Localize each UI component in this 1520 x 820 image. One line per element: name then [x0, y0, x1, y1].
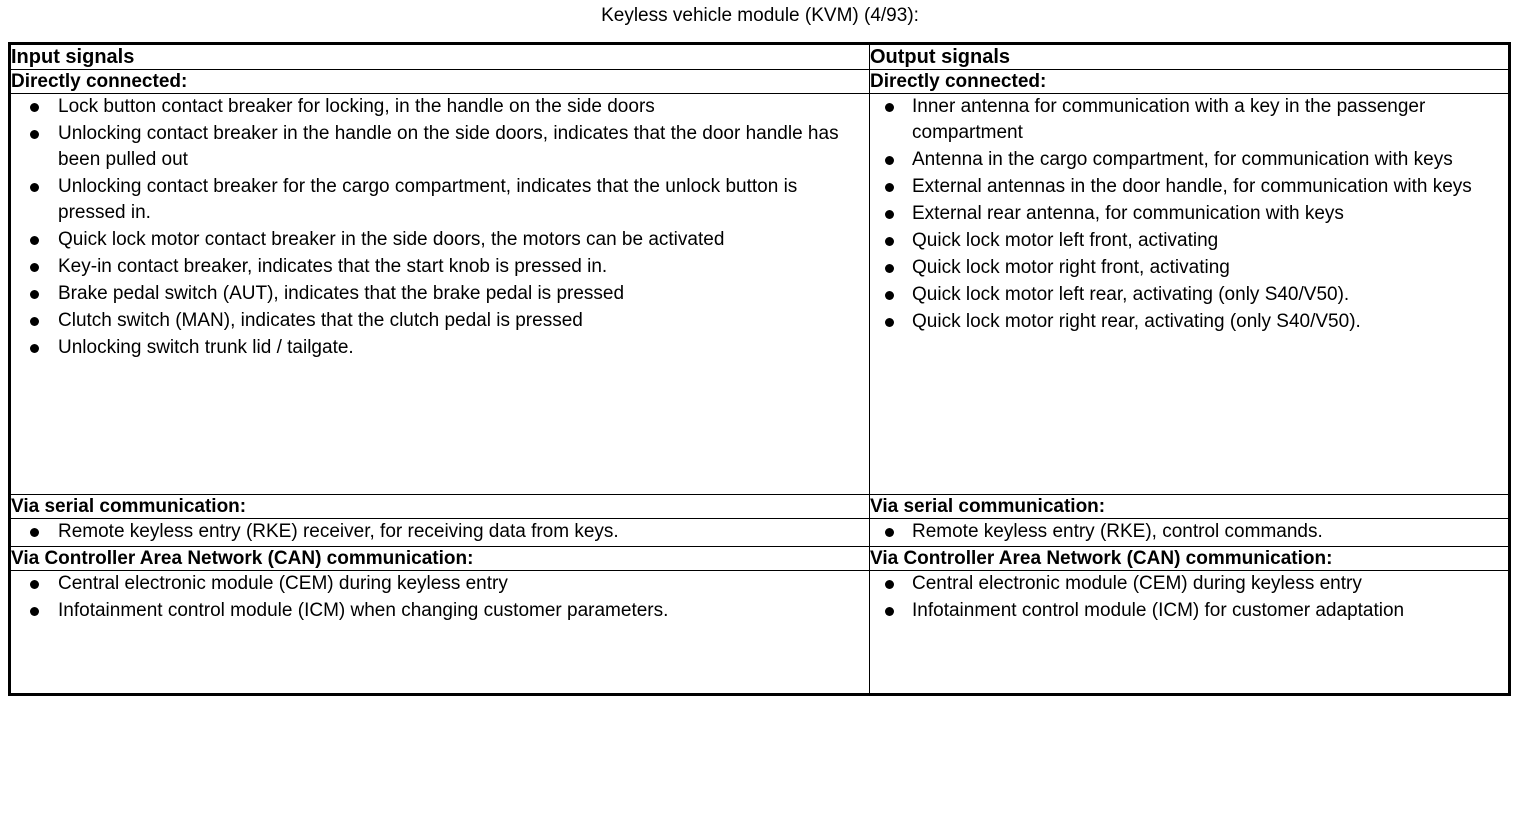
column-header-input-signals: Input signals [9, 43, 870, 70]
output-directly-connected-list: Inner antenna for communication with a k… [870, 94, 1508, 335]
kvm-signals-table: Input signals Output signals Directly co… [8, 42, 1511, 696]
section-body-row-via-can: Central electronic module (CEM) during k… [9, 570, 1510, 695]
list-item: Quick lock motor left rear, activating (… [870, 282, 1508, 308]
output-via-serial-list: Remote keyless entry (RKE), control comm… [870, 519, 1508, 545]
section-heading-row-directly-connected: Directly connected: Directly connected: [9, 69, 1510, 94]
list-item: Unlocking contact breaker in the handle … [11, 121, 869, 173]
list-item: Unlocking switch trunk lid / tailgate. [11, 335, 869, 361]
list-item: Quick lock motor contact breaker in the … [11, 227, 869, 253]
list-item: Infotainment control module (ICM) when c… [11, 598, 869, 624]
bullet-icon [30, 317, 39, 326]
section-heading-row-via-serial: Via serial communication: Via serial com… [9, 494, 1510, 519]
section-heading-row-via-can: Via Controller Area Network (CAN) commun… [9, 546, 1510, 571]
bullet-icon [30, 130, 39, 139]
bullet-icon [30, 528, 39, 537]
table-header-row: Input signals Output signals [9, 43, 1510, 70]
bullet-icon [885, 237, 894, 246]
output-via-can-list-cell: Central electronic module (CEM) during k… [869, 570, 1510, 695]
list-item: External antennas in the door handle, fo… [870, 174, 1508, 200]
bullet-icon [30, 344, 39, 353]
output-via-can-list: Central electronic module (CEM) during k… [870, 571, 1508, 624]
bullet-icon [30, 183, 39, 192]
input-via-serial-list: Remote keyless entry (RKE) receiver, for… [11, 519, 869, 545]
output-via-serial-list-cell: Remote keyless entry (RKE), control comm… [869, 518, 1510, 547]
bullet-icon [30, 236, 39, 245]
bullet-icon [30, 290, 39, 299]
list-item: Remote keyless entry (RKE), control comm… [870, 519, 1508, 545]
output-directly-connected-list-cell: Inner antenna for communication with a k… [869, 93, 1510, 495]
page-title: Keyless vehicle module (KVM) (4/93): [601, 5, 919, 26]
bullet-icon [885, 580, 894, 589]
column-header-output-signals: Output signals [869, 43, 1510, 70]
bullet-icon [885, 607, 894, 616]
section-heading-via-serial-output: Via serial communication: [869, 494, 1510, 519]
input-directly-connected-list: Lock button contact breaker for locking,… [11, 94, 869, 361]
list-item: Unlocking contact breaker for the cargo … [11, 174, 869, 226]
bullet-icon [30, 580, 39, 589]
section-heading-directly-connected-input: Directly connected: [9, 69, 870, 94]
bullet-icon [885, 318, 894, 327]
bullet-icon [30, 607, 39, 616]
section-heading-via-serial-input: Via serial communication: [9, 494, 870, 519]
bullet-icon [885, 210, 894, 219]
list-item: Quick lock motor left front, activating [870, 228, 1508, 254]
input-via-can-list-cell: Central electronic module (CEM) during k… [9, 570, 870, 695]
list-item: Brake pedal switch (AUT), indicates that… [11, 281, 869, 307]
list-item: Central electronic module (CEM) during k… [870, 571, 1508, 597]
list-item: Lock button contact breaker for locking,… [11, 94, 869, 120]
bullet-icon [885, 528, 894, 537]
input-via-can-list: Central electronic module (CEM) during k… [11, 571, 869, 624]
bullet-icon [885, 291, 894, 300]
bullet-icon [885, 264, 894, 273]
bullet-icon [885, 156, 894, 165]
list-item: Quick lock motor right front, activating [870, 255, 1508, 281]
bullet-icon [30, 263, 39, 272]
section-body-row-directly-connected: Lock button contact breaker for locking,… [9, 93, 1510, 495]
list-item: Inner antenna for communication with a k… [870, 94, 1508, 146]
section-heading-via-can-output: Via Controller Area Network (CAN) commun… [869, 546, 1510, 571]
list-item: Quick lock motor right rear, activating … [870, 309, 1508, 335]
section-body-row-via-serial: Remote keyless entry (RKE) receiver, for… [9, 518, 1510, 547]
bullet-icon [30, 103, 39, 112]
input-via-serial-list-cell: Remote keyless entry (RKE) receiver, for… [9, 518, 870, 547]
section-heading-via-can-input: Via Controller Area Network (CAN) commun… [9, 546, 870, 571]
section-heading-directly-connected-output: Directly connected: [869, 69, 1510, 94]
list-item: Central electronic module (CEM) during k… [11, 571, 869, 597]
bullet-icon [885, 183, 894, 192]
list-item: Remote keyless entry (RKE) receiver, for… [11, 519, 869, 545]
list-item: Infotainment control module (ICM) for cu… [870, 598, 1508, 624]
list-item: Antenna in the cargo compartment, for co… [870, 147, 1508, 173]
list-item: External rear antenna, for communication… [870, 201, 1508, 227]
bullet-icon [885, 103, 894, 112]
input-directly-connected-list-cell: Lock button contact breaker for locking,… [9, 93, 870, 495]
list-item: Key-in contact breaker, indicates that t… [11, 254, 869, 280]
list-item: Clutch switch (MAN), indicates that the … [11, 308, 869, 334]
